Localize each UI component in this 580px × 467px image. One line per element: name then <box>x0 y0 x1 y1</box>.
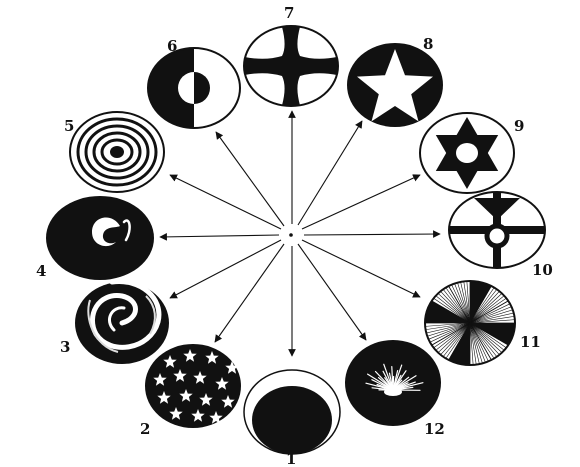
label-2: 2 <box>140 420 150 438</box>
arrow-to-6 <box>216 132 284 226</box>
ring-cross-disc <box>440 190 554 270</box>
label-10: 10 <box>532 261 553 279</box>
eclipse-disc <box>244 370 340 454</box>
arrow-to-10 <box>304 234 440 235</box>
burst-disc <box>345 340 441 426</box>
label-8: 8 <box>423 35 433 53</box>
arrow-to-11 <box>302 240 420 297</box>
arrow-to-9 <box>302 175 420 229</box>
arrow-to-2 <box>215 244 284 342</box>
arrows <box>160 111 440 356</box>
vortex-disc <box>46 196 154 280</box>
label-3: 3 <box>60 338 70 356</box>
five-point-star-disc <box>347 43 443 127</box>
label-6: 6 <box>167 37 177 55</box>
stars-disc <box>145 344 241 428</box>
label-9: 9 <box>514 117 524 135</box>
label-12: 12 <box>424 420 445 438</box>
six-point-star-disc <box>420 113 514 193</box>
arrow-to-4 <box>160 235 279 237</box>
concentric-rings-disc <box>70 112 164 192</box>
label-1: 1 <box>286 450 296 467</box>
arrow-to-5 <box>170 175 281 229</box>
yin-yang-half-disc <box>148 46 240 130</box>
label-4: 4 <box>36 262 46 280</box>
label-5: 5 <box>64 117 74 135</box>
arrow-to-3 <box>170 240 281 298</box>
arrow-to-12 <box>298 244 366 340</box>
label-7: 7 <box>284 4 294 22</box>
label-11: 11 <box>520 333 541 351</box>
galaxy-spiral-disc <box>75 281 169 364</box>
center-point <box>289 233 293 237</box>
arrow-to-8 <box>298 121 362 225</box>
maltese-cross-disc <box>236 20 345 112</box>
